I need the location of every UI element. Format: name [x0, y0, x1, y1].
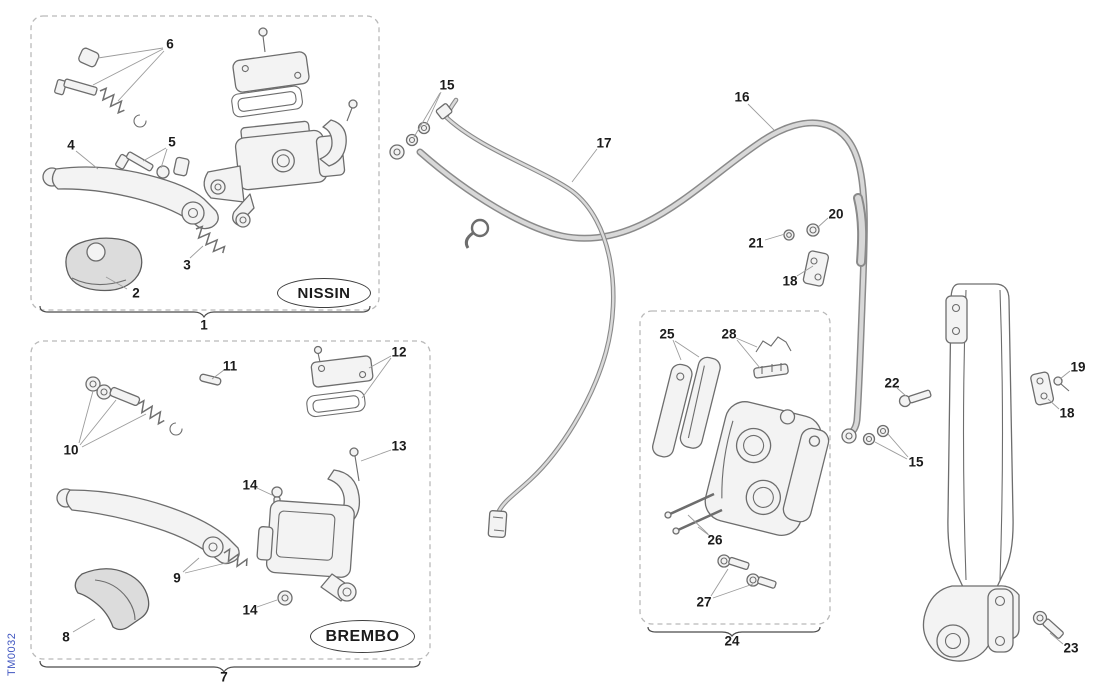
- part-label-18: 18: [782, 273, 798, 289]
- part-label-4: 4: [67, 137, 75, 153]
- leader-lines: [72, 47, 1071, 645]
- bracket-7: [39, 660, 421, 674]
- bracket-1: [39, 305, 371, 319]
- brembo-assembly: [56, 345, 374, 631]
- mc-clamp-nissin: [319, 99, 358, 167]
- part-label-20: 20: [828, 206, 844, 222]
- zip-tie-icon: [464, 218, 490, 249]
- part-label-3: 3: [183, 257, 191, 273]
- nissin-assembly: [42, 27, 358, 292]
- part-label-13: 13: [391, 438, 407, 454]
- part-label-15: 15: [439, 77, 455, 93]
- part-label-18: 18: [1059, 405, 1075, 421]
- nissin-logo: NISSIN: [277, 278, 371, 308]
- part-label-27: 27: [696, 594, 712, 610]
- axle-bolt-23: [1032, 610, 1064, 639]
- hose-clamp-mid-18: [783, 223, 830, 287]
- cover-screw-13: [349, 447, 360, 482]
- pad-pins-26: [664, 492, 723, 535]
- fork-and-fittings: [783, 223, 1070, 662]
- part-label-12: 12: [391, 344, 407, 360]
- hoses: [389, 97, 868, 539]
- pin-11: [199, 373, 222, 386]
- caliper-banjo-washers-15: [841, 424, 890, 446]
- brake-lever-4: [42, 166, 219, 230]
- part-label-22: 22: [884, 375, 900, 391]
- part-label-5: 5: [168, 134, 176, 150]
- part-label-28: 28: [721, 326, 737, 342]
- part-label-1: 1: [200, 317, 208, 333]
- part-label-14: 14: [242, 602, 258, 618]
- nissin-master-cylinder: [203, 27, 346, 228]
- part-label-10: 10: [63, 442, 79, 458]
- part-label-7: 7: [220, 669, 228, 685]
- hose-clamp-right-18: [1030, 371, 1070, 406]
- part-label-25: 25: [659, 326, 675, 342]
- part-label-6: 6: [166, 36, 174, 52]
- brembo-lever-9: [56, 488, 240, 565]
- part-label-2: 2: [132, 285, 140, 301]
- pad-spring-28: [753, 336, 792, 379]
- caliper-assembly: [652, 336, 830, 589]
- upper-banjo-washers: [389, 121, 431, 160]
- part-label-14: 14: [242, 477, 258, 493]
- caliper-bolts-27: [717, 554, 777, 589]
- part-label-15: 15: [908, 454, 924, 470]
- part-label-9: 9: [173, 570, 181, 586]
- part-label-21: 21: [748, 235, 764, 251]
- part-label-26: 26: [707, 532, 723, 548]
- brake-caliper: [704, 401, 830, 536]
- bracket-24: [647, 626, 821, 637]
- clamp-screw-22: [898, 389, 932, 408]
- part-label-16: 16: [734, 89, 750, 105]
- brembo-logo: BREMBO: [310, 620, 415, 653]
- elbow-fitting: [435, 103, 453, 120]
- pivot-screw-5: [115, 151, 190, 179]
- part-label-23: 23: [1063, 640, 1079, 656]
- group-boxes: [30, 15, 831, 674]
- part-label-8: 8: [62, 629, 70, 645]
- piston-kit-10: [85, 376, 183, 436]
- brake-pads-25: [652, 356, 721, 458]
- lever-guard-8: [74, 568, 150, 631]
- nissin-group-box: [30, 15, 380, 311]
- lever-spring-9: [223, 547, 248, 568]
- lever-spring-3: [195, 225, 226, 254]
- caliper-group-box: [639, 310, 831, 625]
- brembo-master-cylinder: [256, 500, 357, 602]
- adjuster-parts-6: [54, 47, 147, 128]
- reservoir-cover-12: [306, 345, 374, 418]
- lever-boot-2: [65, 237, 143, 292]
- part-label-17: 17: [596, 135, 612, 151]
- part-label-19: 19: [1070, 359, 1086, 375]
- part-label-11: 11: [222, 358, 238, 374]
- brembo-group-box: [30, 340, 431, 660]
- fork-bottom: [922, 585, 1020, 662]
- connector: [487, 510, 508, 539]
- part-label-24: 24: [724, 633, 740, 649]
